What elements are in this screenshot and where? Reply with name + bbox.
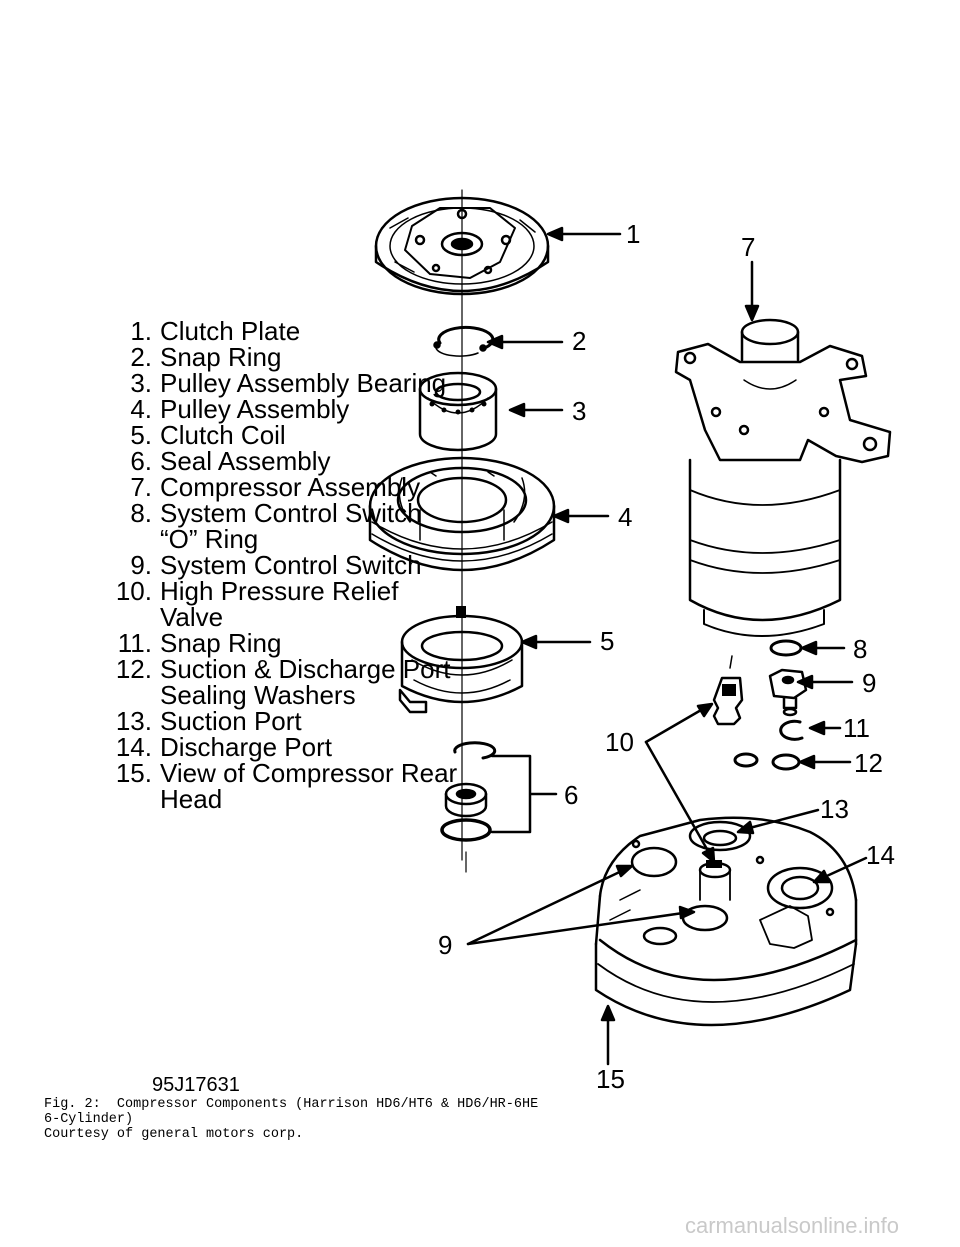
- clutch-coil-part: [398, 606, 524, 714]
- legend-item: 12.Suction & Discharge Port Sealing Wash…: [115, 654, 451, 710]
- legend-item: 8.System Control Switch “O” Ring: [130, 498, 422, 554]
- pulley-assembly-part: [368, 456, 556, 572]
- seal-assembly-part: [440, 741, 497, 873]
- callout-9: 9: [862, 668, 877, 698]
- washer-part: [733, 752, 759, 768]
- legend-list: 1.Clutch Plate 2.Snap Ring 3.Pulley Asse…: [108, 318, 460, 812]
- washer-part: [771, 753, 801, 771]
- legend-item: 1.Clutch Plate: [130, 316, 301, 346]
- callout-11: 11: [843, 713, 870, 743]
- legend-item: 5.Clutch Coil: [130, 420, 286, 450]
- legend-item: 6.Seal Assembly: [130, 446, 331, 476]
- callout-13: 13: [820, 794, 849, 824]
- callout-1: 1: [626, 219, 641, 249]
- small-snap-ring-part: [779, 719, 804, 741]
- figure-caption: Fig. 2: Compressor Components (Harrison …: [44, 1097, 539, 1142]
- legend-item: 10.High Pressure Relief Valve: [115, 576, 399, 632]
- legend-item: 4.Pulley Assembly: [130, 394, 350, 424]
- leader-lines: [466, 226, 868, 1066]
- callout-3: 3: [572, 396, 587, 426]
- callout-8: 8: [853, 634, 868, 664]
- callout-2: 2: [572, 326, 587, 356]
- compressor-assembly-part: [674, 318, 892, 637]
- callout-7: 7: [741, 232, 756, 262]
- legend-item: 13.Suction Port: [115, 706, 302, 736]
- legend-item: 11.Snap Ring: [117, 628, 282, 658]
- legend-item: 14.Discharge Port: [115, 732, 332, 762]
- legend-item: 9.System Control Switch: [130, 550, 422, 580]
- callout-10: 10: [605, 727, 634, 757]
- bearing-part: [418, 371, 498, 452]
- callout-4: 4: [618, 502, 633, 532]
- watermark: carmanualsonline.info: [685, 1213, 900, 1238]
- callout-5: 5: [600, 626, 615, 656]
- callout-15: 15: [596, 1064, 625, 1094]
- o-ring-part: [769, 639, 803, 657]
- legend-item: 7.Compressor Assembly: [130, 472, 421, 502]
- callout-9-rear: 9: [438, 930, 453, 960]
- legend-item: 3.Pulley Assembly Bearing: [130, 368, 447, 398]
- legend-item: 2.Snap Ring: [130, 342, 282, 372]
- callout-6: 6: [564, 780, 579, 810]
- clutch-plate-part: [374, 196, 550, 296]
- figure-reference-code: 95J17631: [152, 1074, 240, 1096]
- relief-valve-part: [712, 655, 744, 726]
- system-control-switch-part: [768, 668, 808, 717]
- legend-item: 15.View of Compressor Rear Head: [115, 758, 458, 814]
- callout-12: 12: [854, 748, 883, 778]
- callout-14: 14: [866, 840, 895, 870]
- rear-head-part: [594, 816, 858, 1027]
